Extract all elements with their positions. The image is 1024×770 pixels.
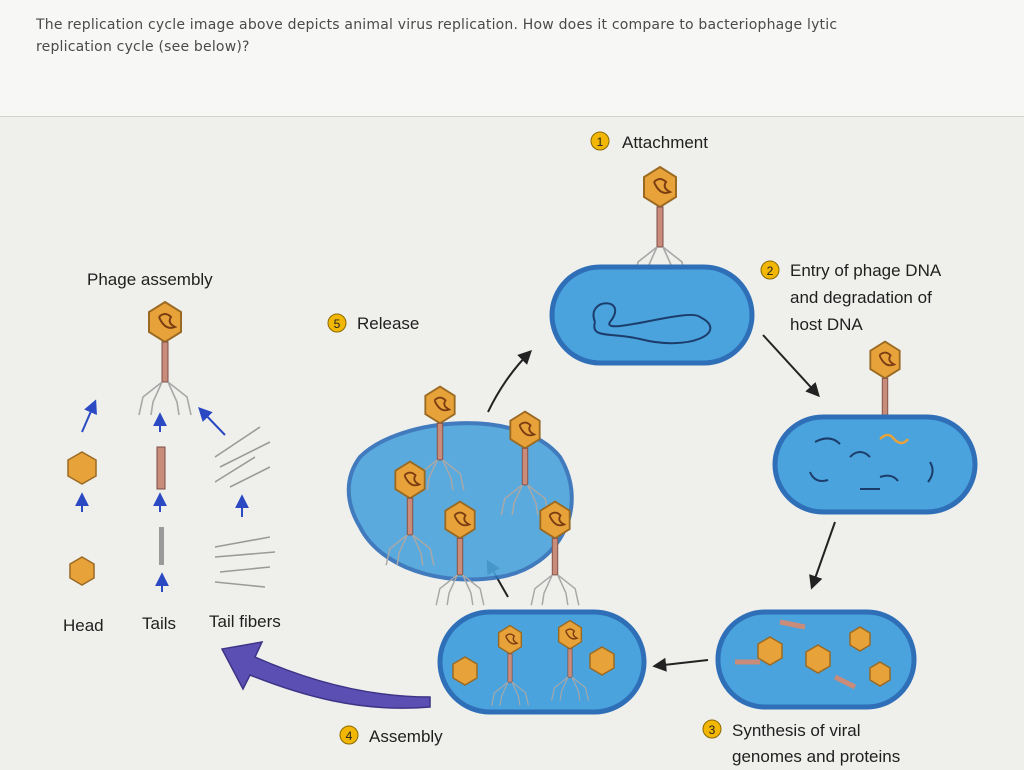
lytic-cycle-diagram: 1 Attachment 2 Entry of phage DNA and de…	[63, 131, 978, 766]
step-1-label: Attachment	[622, 133, 708, 152]
head-part-icon	[67, 451, 97, 485]
step-3-number: 3	[709, 723, 716, 737]
part-label-tail-fibers: Tail fibers	[209, 612, 281, 631]
part-label-tails: Tails	[142, 614, 176, 633]
host-dna-icon	[592, 302, 712, 345]
arrow-1-to-2	[762, 334, 820, 398]
step-5-label: Release	[357, 314, 419, 333]
cell-step-1	[549, 264, 755, 366]
degraded-dna-fragments	[809, 437, 934, 490]
head-precursor-icon	[69, 556, 95, 586]
arrow-2-to-3	[809, 521, 836, 590]
step-5-badge	[327, 313, 347, 333]
assembled-phage	[137, 300, 193, 417]
question-panel: The replication cycle image above depict…	[0, 0, 1024, 117]
step-3-label-line-1: Synthesis of viral	[732, 721, 861, 740]
assembly-arrows	[75, 399, 249, 592]
tail-parts	[735, 619, 857, 690]
step-2-label-line-1: Entry of phage DNA	[790, 261, 942, 280]
cell-step-2	[772, 414, 978, 515]
head-in-cell	[452, 656, 478, 686]
tail-core-icon	[159, 527, 164, 565]
purple-arrow-to-assembly	[220, 641, 431, 709]
part-label-head: Head	[63, 616, 104, 635]
cell-step-4	[437, 609, 647, 715]
step-2-label-line-2: and degradation of	[790, 288, 932, 307]
phage-assembly-panel: Phage assembly Head Tails Tail fibers	[63, 270, 281, 635]
arrow-3-to-4	[652, 657, 709, 672]
step-3-label-line-2: genomes and proteins	[732, 747, 900, 766]
step-2-label-line-3: host DNA	[790, 315, 863, 334]
step-4-badge	[339, 725, 359, 745]
question-line-1: The replication cycle image above depict…	[36, 17, 838, 33]
step-2-badge	[760, 260, 780, 280]
question-text: The replication cycle image above depict…	[36, 14, 976, 58]
step-2-entry: 2 Entry of phage DNA and degradation of …	[760, 260, 978, 590]
step-3-badge	[702, 719, 722, 739]
step-4-label: Assembly	[369, 727, 443, 746]
lytic-cycle-figure: 1 Attachment 2 Entry of phage DNA and de…	[0, 117, 1024, 770]
arrow-5-to-1	[487, 350, 532, 413]
step-1-number: 1	[597, 135, 604, 149]
phage-dna-icon	[879, 433, 909, 445]
step-5-number: 5	[334, 317, 341, 331]
tail-fiber-icon	[214, 426, 276, 588]
step-1-badge	[590, 131, 610, 151]
viral-components	[757, 626, 891, 687]
head-in-cell-2	[589, 646, 615, 676]
step-5-release: 5 Release	[327, 313, 580, 607]
step-3-synthesis: 3 Synthesis of viral genomes and protein…	[652, 609, 917, 766]
tail-part-icon	[156, 446, 166, 490]
phage-attached	[632, 165, 688, 282]
phage-assembly-title: Phage assembly	[87, 270, 213, 289]
step-4-assembly: 4 Assembly	[339, 559, 647, 746]
question-line-2: replication cycle (see below)?	[36, 39, 250, 55]
step-1-attachment: 1 Attachment	[549, 131, 755, 366]
step-4-number: 4	[346, 729, 353, 743]
step-2-number: 2	[767, 264, 774, 278]
